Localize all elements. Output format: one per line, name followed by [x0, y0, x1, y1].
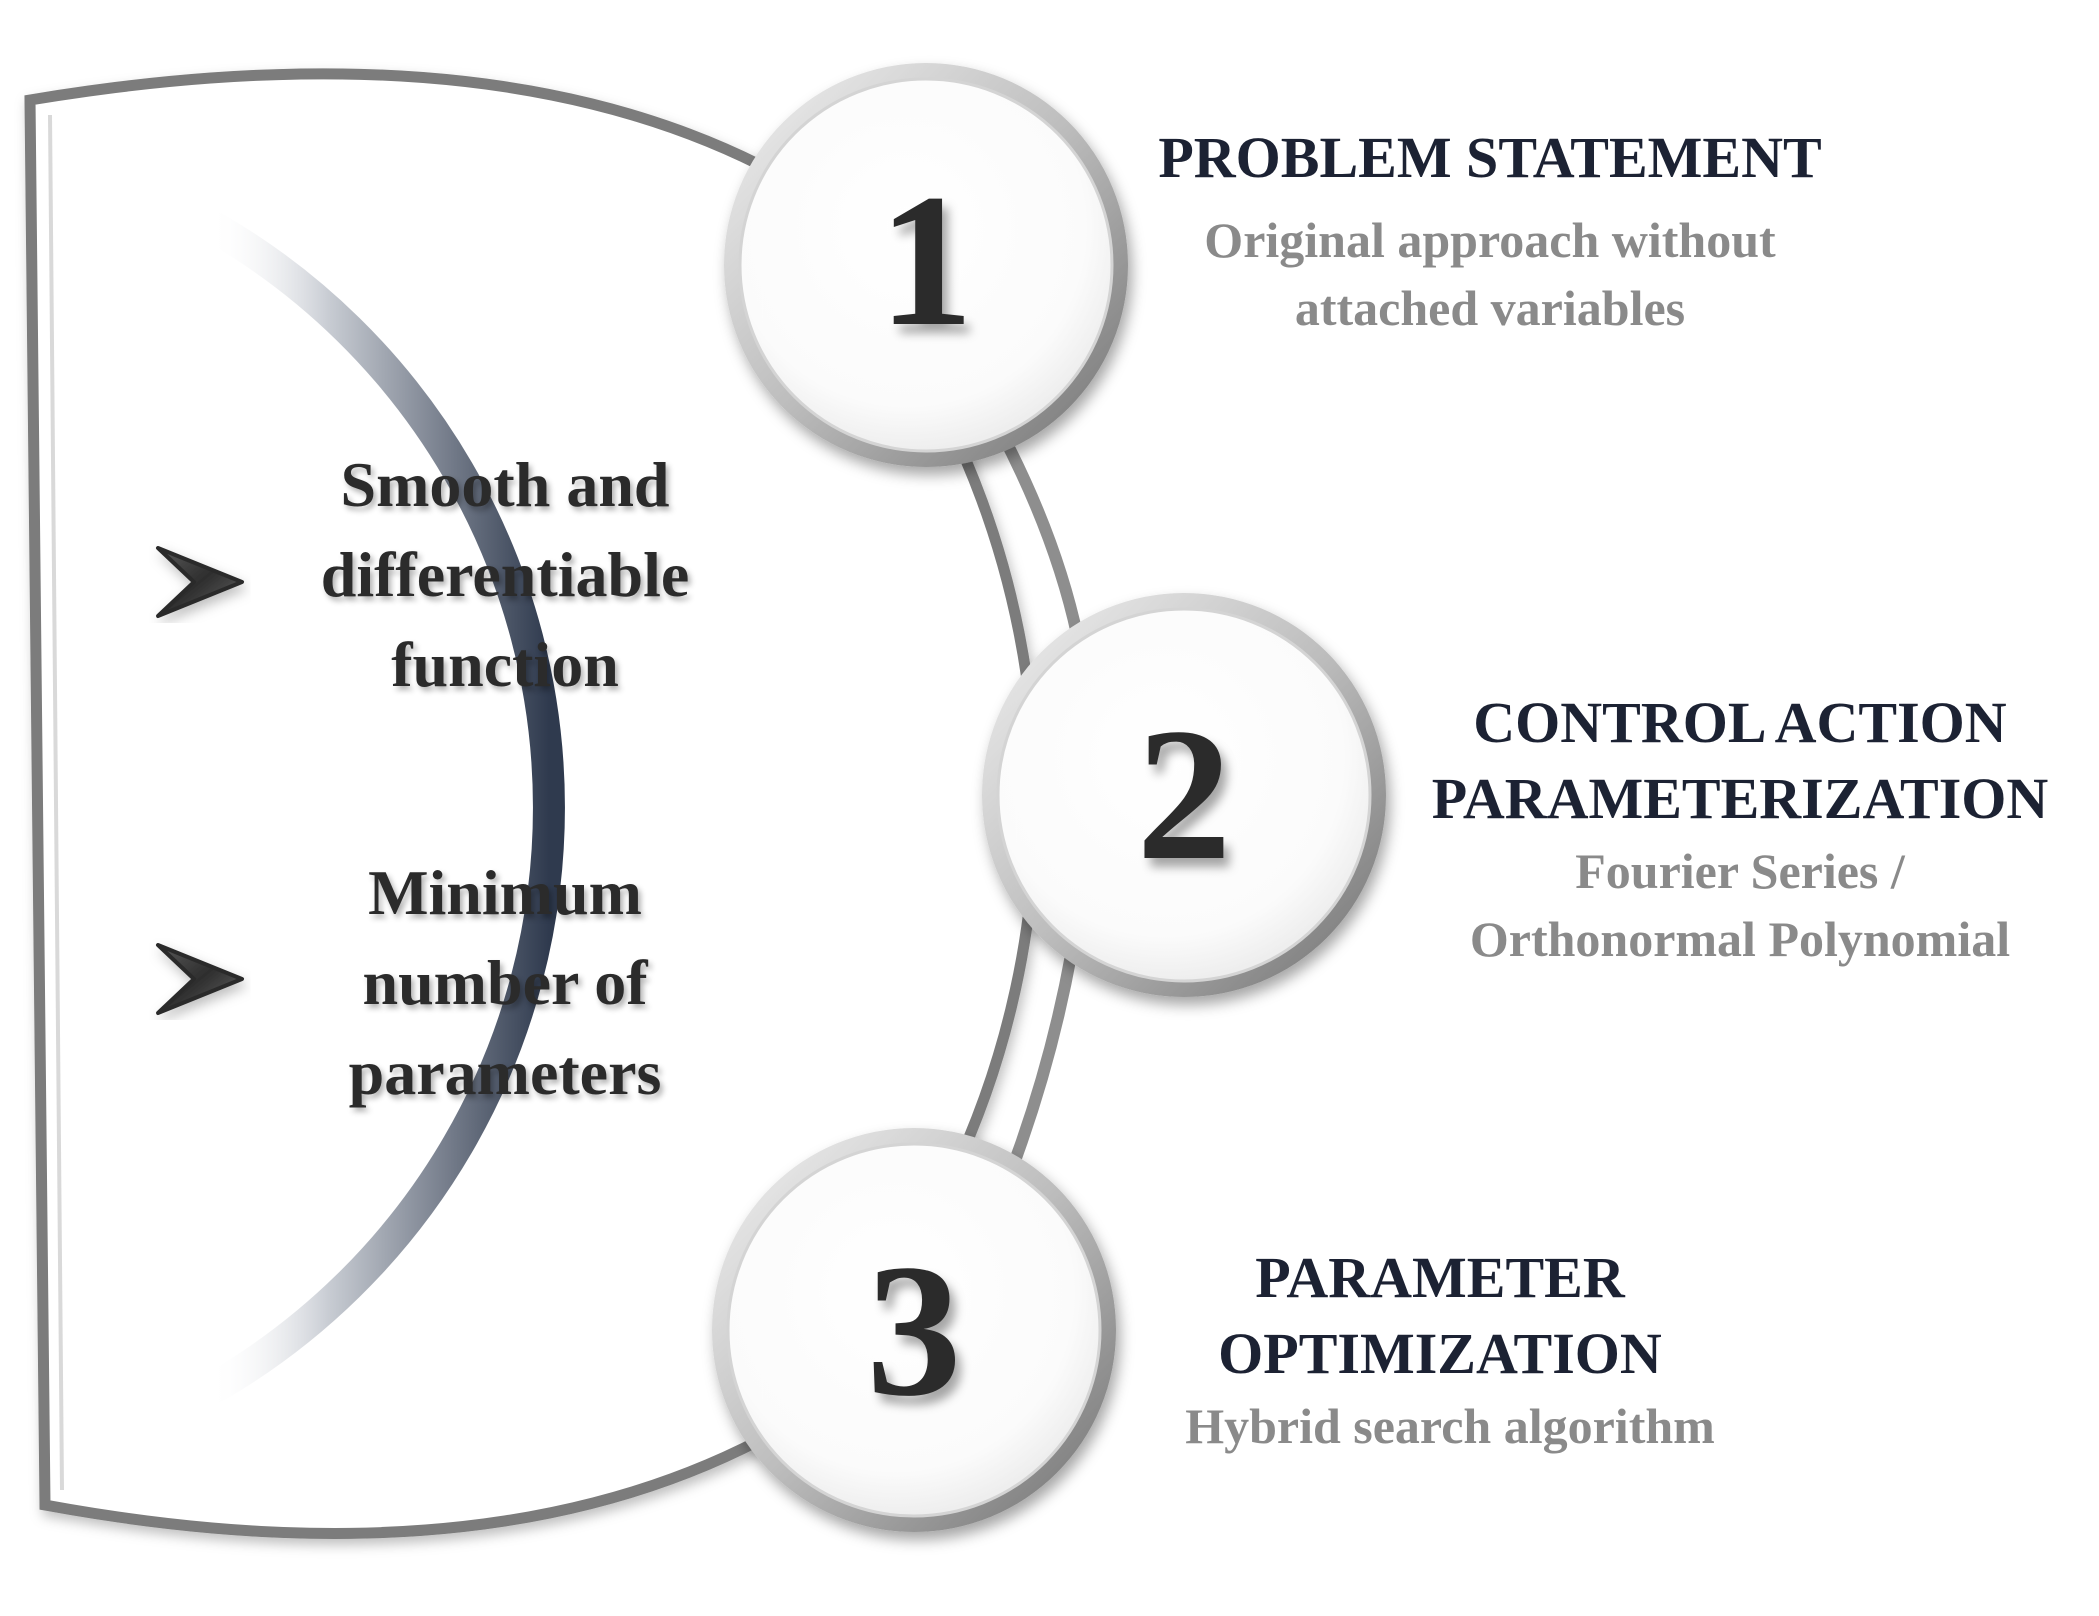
step-number-1: 1	[878, 156, 974, 366]
left-item-line: function	[391, 629, 619, 700]
step-circle-1	[724, 63, 1128, 467]
step-2-text: CONTROL ACTION PARAMETERIZATION Fourier …	[1400, 685, 2080, 973]
step-description: Original approach without	[1204, 212, 1776, 268]
step-circle-2	[982, 593, 1386, 997]
left-item-line: parameters	[348, 1037, 662, 1108]
left-item-line: Minimum	[368, 857, 642, 928]
step-title: PARAMETERIZATION	[1431, 766, 2049, 831]
arrowhead-bullet-icon	[156, 546, 244, 618]
step-title: OPTIMIZATION	[1218, 1321, 1662, 1386]
step-1-text: PROBLEM STATEMENT Original approach with…	[1130, 120, 1850, 342]
step-title: CONTROL ACTION	[1473, 690, 2007, 755]
left-item-line: number of	[362, 947, 648, 1018]
step-description: Orthonormal Polynomial	[1469, 911, 2011, 967]
step-title: PARAMETER	[1255, 1245, 1625, 1310]
step-title: PROBLEM STATEMENT	[1158, 125, 1822, 190]
step-circle-3	[712, 1128, 1116, 1532]
left-item-min-parameters: Minimum number of parameters	[255, 848, 755, 1118]
step-description: Fourier Series /	[1575, 843, 1905, 899]
step-description: attached variables	[1294, 280, 1686, 336]
left-item-line: Smooth and	[340, 449, 670, 520]
step-3-text: PARAMETER OPTIMIZATION Hybrid search alg…	[1140, 1240, 1740, 1460]
outer-panel-highlight	[48, 114, 64, 1491]
step-number-2: 2	[1136, 690, 1232, 900]
arrowhead-bullet-icon	[156, 943, 244, 1015]
inner-arc	[194, 209, 565, 1406]
left-item-line: differentiable	[320, 539, 690, 610]
left-item-smooth-function: Smooth and differentiable function	[255, 440, 755, 710]
step-number-3: 3	[866, 1226, 962, 1436]
step-description: Hybrid search algorithm	[1185, 1398, 1715, 1454]
